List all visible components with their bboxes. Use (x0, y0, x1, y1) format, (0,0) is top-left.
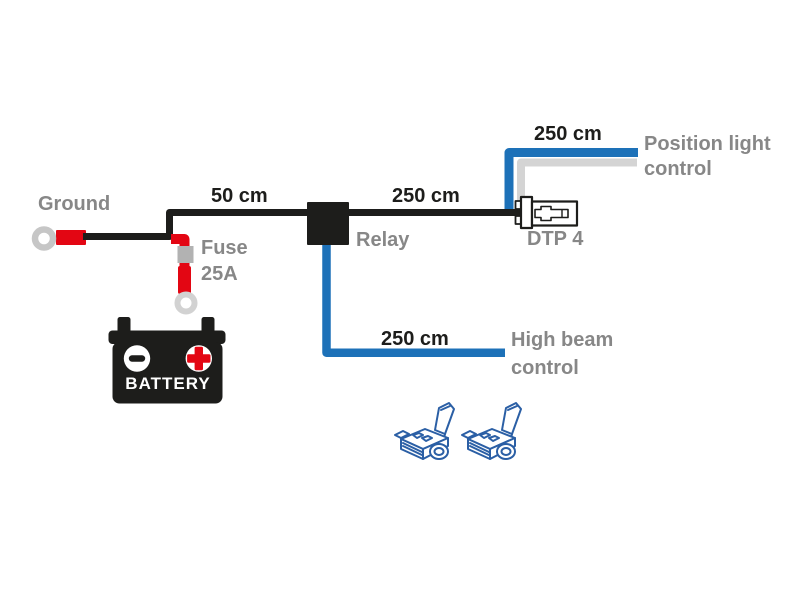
dtp4-label: DTP 4 (527, 228, 584, 250)
fuse-label-line2: 25A (201, 263, 238, 285)
main-power-wire (83, 209, 523, 240)
quick-splice-connector-icon (461, 402, 522, 460)
position-wire-length-label: 250 cm (534, 123, 602, 145)
position-light-secondary-wire (517, 158, 637, 202)
position-light-wire (504, 148, 638, 212)
fuse-ring-terminal-icon (174, 291, 198, 315)
high-beam-control-label: High beam control (511, 326, 613, 382)
ground-ring-terminal-icon (31, 226, 86, 251)
relay-label: Relay (356, 229, 410, 251)
highbeam-wire (322, 244, 505, 358)
relay-to-dtp-length-label: 250 cm (392, 185, 460, 207)
position-light-control-label-line2: control (644, 158, 712, 180)
battery-icon (108, 317, 226, 404)
position-light-control-label: Position light control (644, 132, 771, 182)
ground-label: Ground (38, 193, 111, 215)
fuse-icon (177, 246, 194, 263)
battery-plus-icon (185, 345, 212, 372)
high-beam-control-label-line1: High beam (511, 329, 614, 351)
highbeam-wire-length-label: 250 cm (381, 328, 449, 350)
battery-minus-icon (123, 345, 151, 372)
relay-block-icon (307, 202, 349, 245)
high-beam-control-label-line2: control (511, 357, 579, 379)
battery-label: BATTERY (125, 374, 211, 393)
position-light-control-label-line1: Position light (644, 133, 771, 155)
ground-to-relay-length-label: 50 cm (211, 185, 268, 207)
dtp4-connector-icon (514, 195, 579, 230)
fuse-label-line1: Fuse (201, 237, 248, 259)
quick-splice-connector-icon (394, 402, 455, 460)
fuse-label: Fuse 25A (201, 235, 248, 287)
